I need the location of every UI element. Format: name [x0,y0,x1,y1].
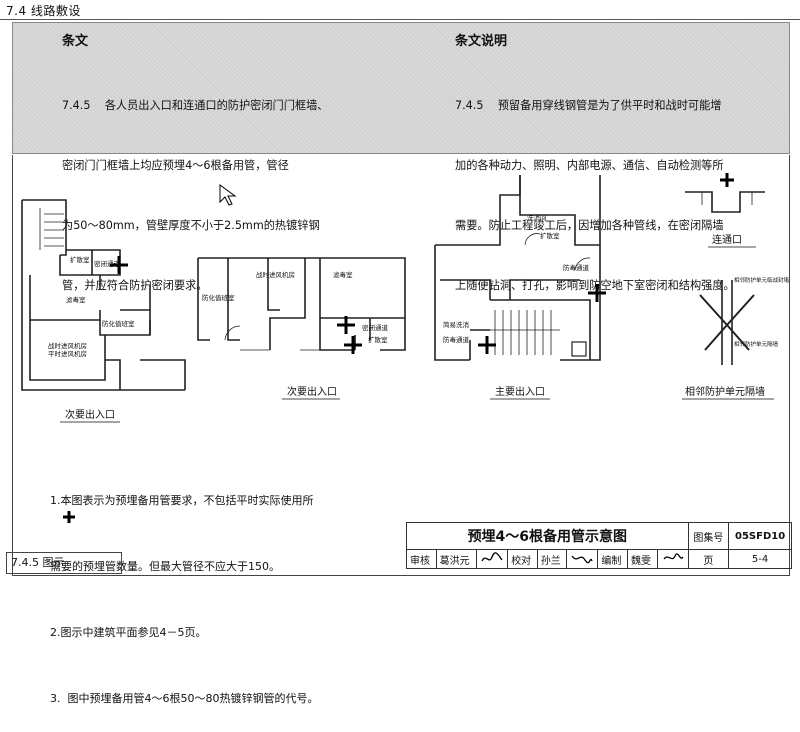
drawing-title: 预埋4～6根备用管示意图 [406,522,689,550]
drawings-canvas: 扩散室 密闭通道 滤毒室 防化值班室 战时进风机房 平时进风机房 防化值班室 战… [21,173,790,423]
top-rule [0,19,800,20]
clause-line: 为50～80mm，管壁厚度不小于2.5mm的热镀锌钢 [62,219,320,232]
right-floor-plan [434,175,601,361]
room-label: 平时进风机房 [48,349,87,358]
page-label: 页 [687,549,730,569]
section-title: 7.4 线路敷设 [6,4,81,18]
caption-connection: 连通口 [712,233,742,246]
wall-label: 相邻防护单元隔墙 [734,340,779,348]
explanation-line: 7.4.5 预留备用穿线钢管是为了供平时和战时可能增 [455,99,722,112]
room-label: 扩散室 [70,255,90,264]
explanation-line: 加的各种动力、照明、内部电源、通信、自动检测等所 [455,159,724,172]
clause-panel [12,22,790,154]
room-label: 扩散室 [540,231,560,240]
clause-text: 7.4.5 各人员出入口和连通口的防护密闭门门框墙、 密闭门门框墙上均应预埋4～… [62,56,328,316]
room-label: 滤毒室 [66,295,86,304]
note-line: 需要的预埋管数量。但最大管径不应大于150。 [50,560,280,573]
clause-line: 密闭门门框墙上均应预埋4～6根备用管，管径 [62,159,289,172]
middle-floor-plan [197,257,406,351]
title-block: 预埋4～6根备用管示意图 图集号 05SFD10 审核 葛洪元 校对 孙兰 编制… [406,522,792,569]
explanation-line: 上随便钻洞、打孔，影响到防空地下室密闭和结构强度。 [455,279,735,292]
room-label: 防化值班室 [202,293,235,302]
wall-label: 相邻防护单元临战封堵 [734,276,790,284]
note-line: 2.图示中建筑平面参见4－5页。 [50,626,207,639]
caption-middle: 次要出入口 [287,385,337,398]
room-label: 战时进风机房 [48,341,87,350]
atlas-number: 05SFD10 [728,522,792,550]
note-line: 3. 图中预埋备用管4～6根50～80热镀锌钢管的代号。 [50,692,319,705]
clause-line: 管，并应符合防护密闭要求。 [62,279,208,292]
pipe-cross-icon [63,511,75,523]
design-label: 编制 [597,549,629,569]
room-label: 扩散室 [368,335,388,344]
caption-adjacent: 相邻防护单元隔墙 [685,385,765,398]
room-label: 密闭通道 [94,259,121,268]
adjacent-wall [699,280,755,365]
designer-signature [656,549,689,569]
footer-section: 7.4.5 图示 [6,552,122,574]
pipe-symbols [110,173,734,354]
room-label: 防毒通道 [563,263,590,272]
proof-label: 校对 [507,549,538,569]
note-line: 1.本图表示为预埋备用管要求，不包括平时实际使用所 [50,494,314,507]
room-label: 防毒通道 [443,335,470,344]
room-label: 战时进风机房 [256,270,295,279]
designer-name: 魏雯 [627,549,658,569]
reviewer-signature [476,549,509,569]
proofer-signature [566,549,599,569]
clause-line: 7.4.5 各人员出入口和连通口的防护密闭门门框墙、 [62,99,329,112]
notes: 1.本图表示为预埋备用管要求，不包括平时实际使用所 需要的预埋管数量。但最大管径… [50,446,318,732]
room-label: 防化值班室 [102,319,135,328]
room-label: 洗消间 [527,213,547,222]
atlas-label: 图集号 [687,522,730,550]
room-label: 滤毒室 [333,270,353,279]
clause-heading: 条文 [62,34,89,49]
explanation-line: 需要。防止工程竣工后，因增加各种管线，在密闭隔墙 [455,219,724,232]
connection-opening [685,191,765,213]
cursor-arrow-icon [219,184,237,206]
room-label: 简易洗消 [443,320,470,329]
reviewer-name: 葛洪元 [435,549,478,569]
drawing-frame [12,155,790,576]
page-number: 5-4 [728,549,792,569]
caption-right: 主要出入口 [495,385,545,398]
caption-left: 次要出入口 [65,408,115,421]
proofer-name: 孙兰 [536,549,568,569]
room-label: 密闭通道 [362,323,389,332]
explanation-text: 7.4.5 预留备用穿线钢管是为了供平时和战时可能增 加的各种动力、照明、内部电… [455,56,735,316]
review-label: 审核 [406,549,437,569]
explanation-heading: 条文说明 [455,34,508,49]
left-floor-plan [21,199,186,391]
